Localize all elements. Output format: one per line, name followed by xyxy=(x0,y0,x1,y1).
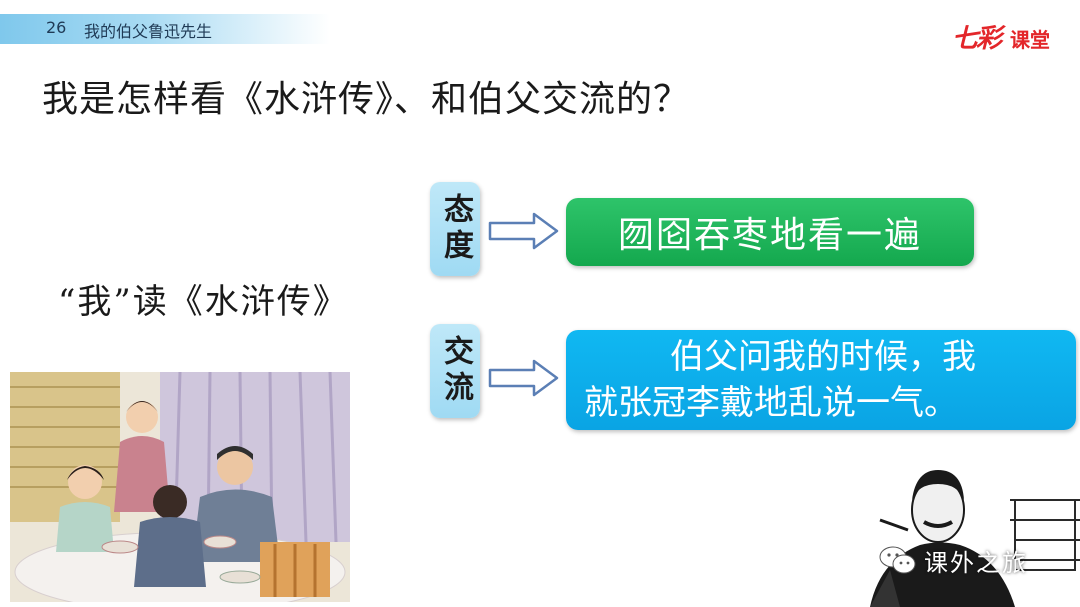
lu-xun-portrait-illustration xyxy=(830,440,1080,607)
wechat-watermark: 课外之旅 xyxy=(878,540,1064,580)
watermark-text: 课外之旅 xyxy=(924,548,1028,577)
brand-logo: 七彩 课堂 xyxy=(952,18,1062,54)
logo-mark: 七彩 xyxy=(952,24,1002,54)
tag-communication-label: 交流 xyxy=(438,335,473,407)
question-heading: 我是怎样看《水浒传》、和伯父交流的？ xyxy=(42,79,691,120)
arrow-right-icon xyxy=(488,212,559,250)
tag-communication: 交流 xyxy=(430,324,480,418)
tag-attitude: 态度 xyxy=(430,182,480,276)
wechat-icon xyxy=(879,546,916,574)
arrow-right-icon xyxy=(488,359,559,397)
communication-text-line2: 就张冠李戴地乱说一气。 xyxy=(584,383,958,423)
communication-box: 伯父问我的时候，我 就张冠李戴地乱说一气。 xyxy=(566,330,1076,430)
header-band xyxy=(0,14,330,44)
subject-label: “我”读《水浒传》 xyxy=(58,282,349,322)
lesson-title: 我的伯父鲁迅先生 xyxy=(84,22,213,41)
attitude-box: 囫囵吞枣地看一遍 xyxy=(566,198,974,266)
logo-text: 课堂 xyxy=(1010,28,1050,52)
communication-text-line1: 伯父问我的时候，我 xyxy=(670,337,976,377)
attitude-text: 囫囵吞枣地看一遍 xyxy=(617,215,922,256)
family-dinner-illustration xyxy=(10,372,350,602)
lesson-number: 26 xyxy=(46,18,67,37)
tag-attitude-label: 态度 xyxy=(438,193,473,265)
